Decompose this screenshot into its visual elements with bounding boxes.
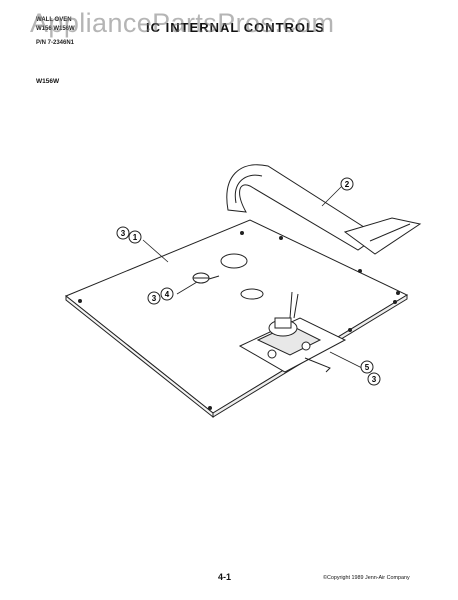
header-line-2: W156 W156W — [36, 26, 75, 32]
callout-5-3: 5 3 — [360, 360, 381, 386]
callout-number: 3 — [372, 375, 377, 384]
copyright-text: ©Copyright 1989 Jenn-Air Company — [323, 575, 410, 581]
watermark-text: AppliancePartsPros.com — [30, 8, 335, 38]
control-assembly — [238, 291, 347, 373]
callout-number: 2 — [345, 180, 350, 189]
panel-plate — [65, 219, 409, 419]
part-number: P/N 7-2346N1 — [36, 40, 75, 46]
callout-number: 5 — [365, 363, 370, 372]
page-title: IC INTERNAL CONTROLS — [146, 20, 325, 35]
callout-2: 2 — [340, 177, 354, 191]
leader-lines — [142, 186, 363, 369]
callout-number: 3 — [121, 229, 126, 238]
callout-number: 3 — [152, 294, 157, 303]
thermostat-part — [192, 272, 220, 284]
plate-holes — [78, 231, 400, 410]
callout-number: 4 — [165, 290, 170, 299]
vent-duct — [226, 164, 422, 255]
header-line-1: WALL OVEN — [36, 17, 72, 23]
callout-number: 1 — [133, 233, 138, 242]
model-label: W156W — [36, 78, 60, 85]
callout-3-1: 3 1 — [116, 226, 142, 244]
page-number: 4-1 — [218, 572, 232, 582]
callout-3-4: 3 4 — [147, 287, 174, 305]
